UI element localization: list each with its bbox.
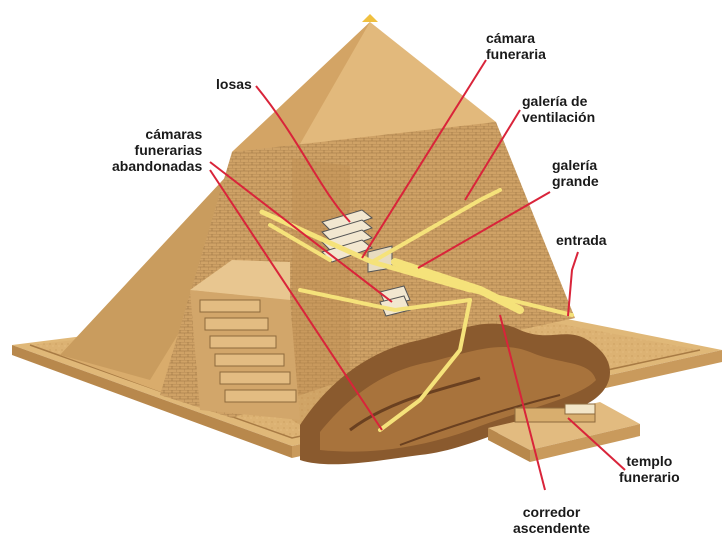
leader-camaras-abandonadas-1 [209,161,393,303]
leader-entrada [567,251,579,317]
leader-galeria-grande [417,191,551,269]
leader-lines [209,59,626,491]
internal-passages [259,188,574,432]
leader-galeria-ventilacion [464,109,521,201]
leader-camaras-abandonadas-2 [209,169,383,431]
leader-camara-funeraria [361,59,487,259]
leader-corredor-ascendente [499,314,546,491]
leader-templo-funerario [567,417,626,471]
label-galeria-grande: galería grande [552,157,599,189]
label-camaras-abandonadas: cámaras funerarias abandonadas [112,126,203,174]
leader-losas [255,85,351,223]
label-camara-funeraria: cámara funeraria [486,30,546,62]
label-galeria-ventilacion: galería de ventilación [522,93,596,125]
label-templo-funerario: templo funerario [619,453,680,485]
label-losas: losas [216,76,252,92]
label-entrada: entrada [556,232,607,248]
label-corredor-ascendente: corredor ascendente [513,504,591,536]
mortuary-temple [488,402,640,462]
